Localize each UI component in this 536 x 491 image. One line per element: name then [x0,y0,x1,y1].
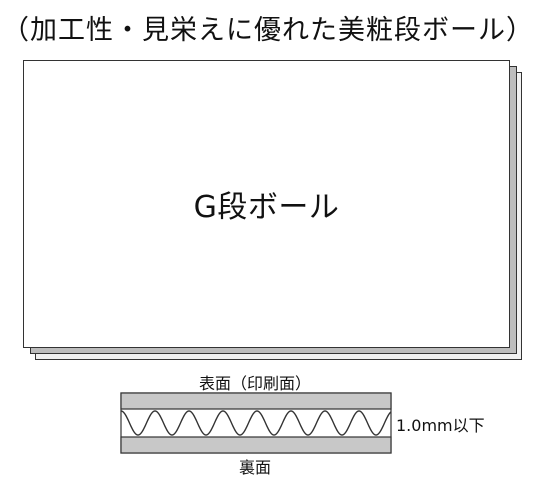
bottom-surface-label: 裏面 [238,458,271,477]
page-heading: （加工性・見栄えに優れた美粧段ボール） [2,15,534,46]
product-name: G段ボール [193,190,340,225]
top-surface-label: 表面（印刷面） [198,374,311,393]
thickness-label: 1.0mm以下 [396,416,485,435]
bottom-liner [120,436,392,454]
top-liner [120,392,392,410]
board-sheet-front: G段ボール [23,60,510,348]
flute-wave [120,410,392,436]
corrugated-cross-section [120,392,392,454]
